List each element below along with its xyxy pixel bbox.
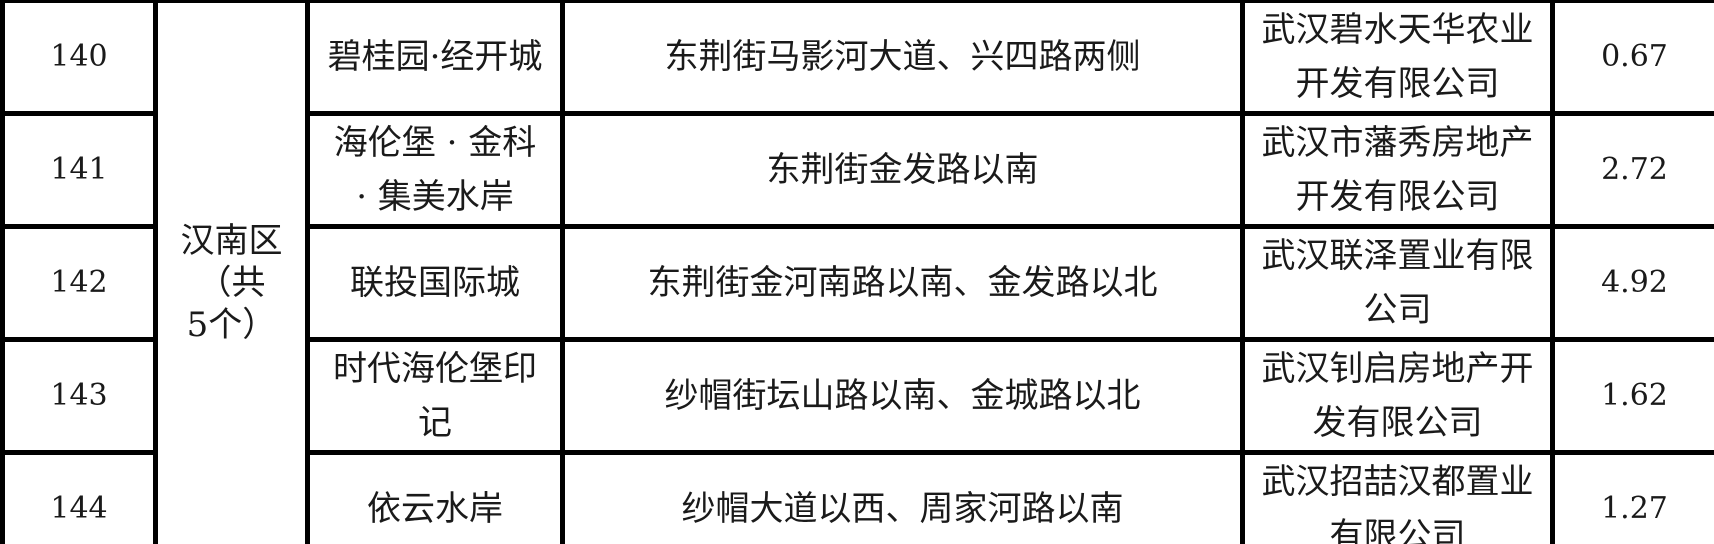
project-name-cell: 碧桂园·经开城 (305, 0, 565, 116)
location-cell: 东荆街马影河大道、兴四路两侧 (560, 0, 1245, 116)
company-cell: 武汉钊启房地产开 发有限公司 (1240, 337, 1555, 455)
location-cell: 纱帽大道以西、周家河路以南 (560, 450, 1245, 544)
project-name-line: 时代海伦堡印 (333, 349, 537, 389)
company-name-line: 武汉市藩秀房地产 (1261, 123, 1534, 163)
project-name-line: 记 (418, 403, 452, 443)
company-name-line: 武汉联泽置业有限 (1261, 236, 1534, 276)
company-name-line: 开发有限公司 (1295, 177, 1500, 217)
district-cell: 汉南区 （共 5个） (153, 0, 310, 544)
project-name-line: · 集美水岸 (356, 177, 514, 217)
company-name-line: 武汉钊启房地产开 (1261, 349, 1534, 389)
district-count-suffix: 5个） (186, 305, 277, 345)
area-cell: 0.67 (1550, 0, 1714, 116)
project-name-cell: 联投国际城 (305, 224, 565, 342)
area-cell: 4.92 (1550, 224, 1714, 342)
table-row: 142 联投国际城 东荆街金河南路以南、金发路以北 武汉联泽置业有限 公司 4.… (0, 224, 1714, 342)
table-row: 143 时代海伦堡印 记 纱帽街坛山路以南、金城路以北 武汉钊启房地产开 发有限… (0, 337, 1714, 455)
project-name-cell: 海伦堡 · 金科 · 集美水岸 (305, 111, 565, 229)
project-name-cell: 依云水岸 (305, 450, 565, 544)
row-index: 140 (0, 0, 158, 116)
row-index: 141 (0, 111, 158, 229)
project-name-line: 海伦堡 · 金科 (333, 123, 537, 163)
row-index: 142 (0, 224, 158, 342)
company-name-line: 武汉招喆汉都置业 (1261, 462, 1534, 502)
row-index: 144 (0, 450, 158, 544)
district-name: 汉南区 (180, 221, 283, 261)
table-row: 144 依云水岸 纱帽大道以西、周家河路以南 武汉招喆汉都置业 有限公司 1.2… (0, 450, 1714, 544)
area-cell: 1.62 (1550, 337, 1714, 455)
company-name-line: 开发有限公司 (1295, 64, 1500, 104)
district-count-prefix: （共 (197, 263, 266, 303)
location-cell: 纱帽街坛山路以南、金城路以北 (560, 337, 1245, 455)
location-cell: 东荆街金河南路以南、金发路以北 (560, 224, 1245, 342)
project-name-cell: 时代海伦堡印 记 (305, 337, 565, 455)
row-index: 143 (0, 337, 158, 455)
company-name-line: 武汉碧水天华农业 (1261, 10, 1534, 50)
company-cell: 武汉市藩秀房地产 开发有限公司 (1240, 111, 1555, 229)
location-cell: 东荆街金发路以南 (560, 111, 1245, 229)
company-cell: 武汉联泽置业有限 公司 (1240, 224, 1555, 342)
company-name-line: 公司 (1363, 290, 1432, 330)
project-name-line: 碧桂园·经开城 (327, 37, 543, 77)
project-name-line: 依云水岸 (367, 489, 503, 529)
company-name-line: 有限公司 (1329, 516, 1466, 544)
table-row: 141 海伦堡 · 金科 · 集美水岸 东荆街金发路以南 武汉市藩秀房地产 开发… (0, 111, 1714, 229)
company-name-line: 发有限公司 (1312, 403, 1483, 443)
area-cell: 2.72 (1550, 111, 1714, 229)
project-name-line: 联投国际城 (350, 263, 520, 303)
company-cell: 武汉碧水天华农业 开发有限公司 (1240, 0, 1555, 116)
company-cell: 武汉招喆汉都置业 有限公司 (1240, 450, 1555, 544)
area-cell: 1.27 (1550, 450, 1714, 544)
